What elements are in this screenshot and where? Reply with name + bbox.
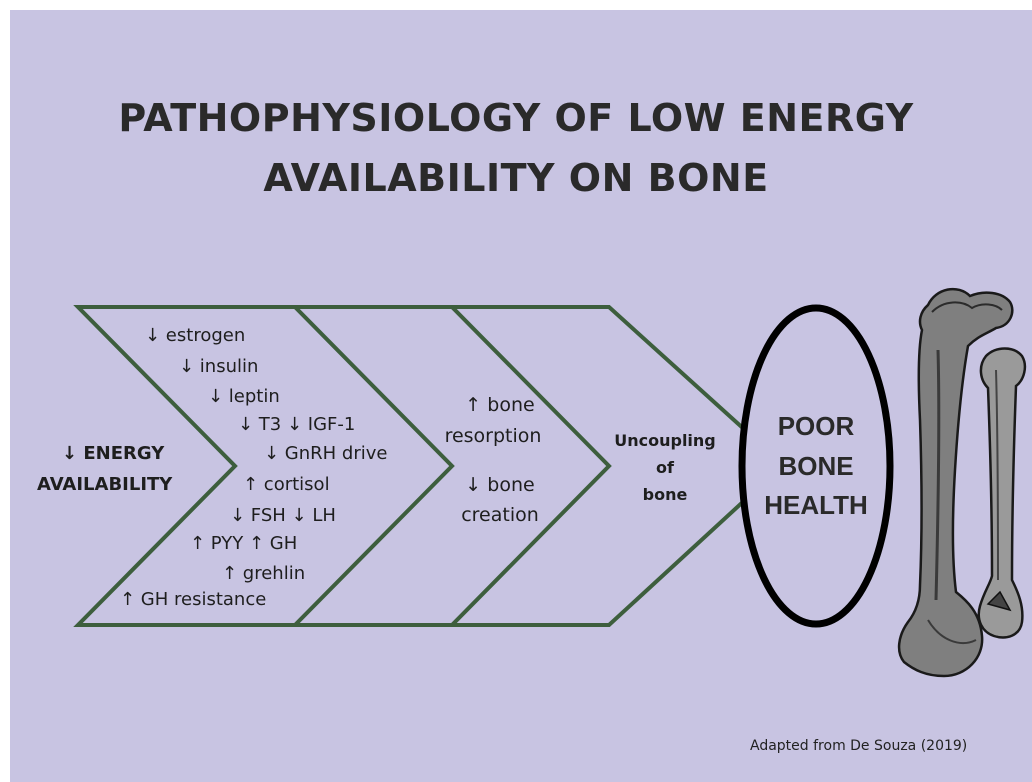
hormone-item: ↓ leptin xyxy=(208,386,280,407)
uncoupling-line-3: bone xyxy=(600,485,730,504)
femur-bones-icon xyxy=(899,289,1025,676)
hormone-item: ↑ PYY ↑ GH xyxy=(190,533,297,554)
hormone-item: ↓ FSH ↓ LH xyxy=(230,505,336,526)
bone-resorption-line-2: resorption xyxy=(423,425,563,447)
bone-resorption-line-1: ↑ bone xyxy=(430,394,570,416)
hormone-item: ↓ insulin xyxy=(179,356,258,377)
uncoupling-line-1: Uncoupling xyxy=(600,431,730,450)
hormone-item: ↑ cortisol xyxy=(243,474,330,495)
energy-label-line-1: ↓ ENERGY xyxy=(62,443,164,464)
hormone-item: ↓ T3 ↓ IGF-1 xyxy=(238,414,355,435)
outcome-line-3: HEALTH xyxy=(742,490,890,521)
page-title-line-1: PATHOPHYSIOLOGY OF LOW ENERGY xyxy=(0,96,1032,140)
outcome-line-1: POOR xyxy=(742,411,890,442)
bone-creation-line-2: creation xyxy=(430,504,570,526)
hormone-item: ↑ grehlin xyxy=(222,563,305,584)
outcome-line-2: BONE xyxy=(742,451,890,482)
uncoupling-line-2: of xyxy=(600,458,730,477)
energy-label-line-2: AVAILABILITY xyxy=(37,474,172,495)
hormone-item: ↑ GH resistance xyxy=(120,589,266,610)
hormone-item: ↓ estrogen xyxy=(145,325,245,346)
bone-creation-line-1: ↓ bone xyxy=(430,474,570,496)
hormone-item: ↓ GnRH drive xyxy=(264,443,387,464)
page-title-line-2: AVAILABILITY ON BONE xyxy=(0,156,1032,200)
source-credit: Adapted from De Souza (2019) xyxy=(750,738,967,754)
